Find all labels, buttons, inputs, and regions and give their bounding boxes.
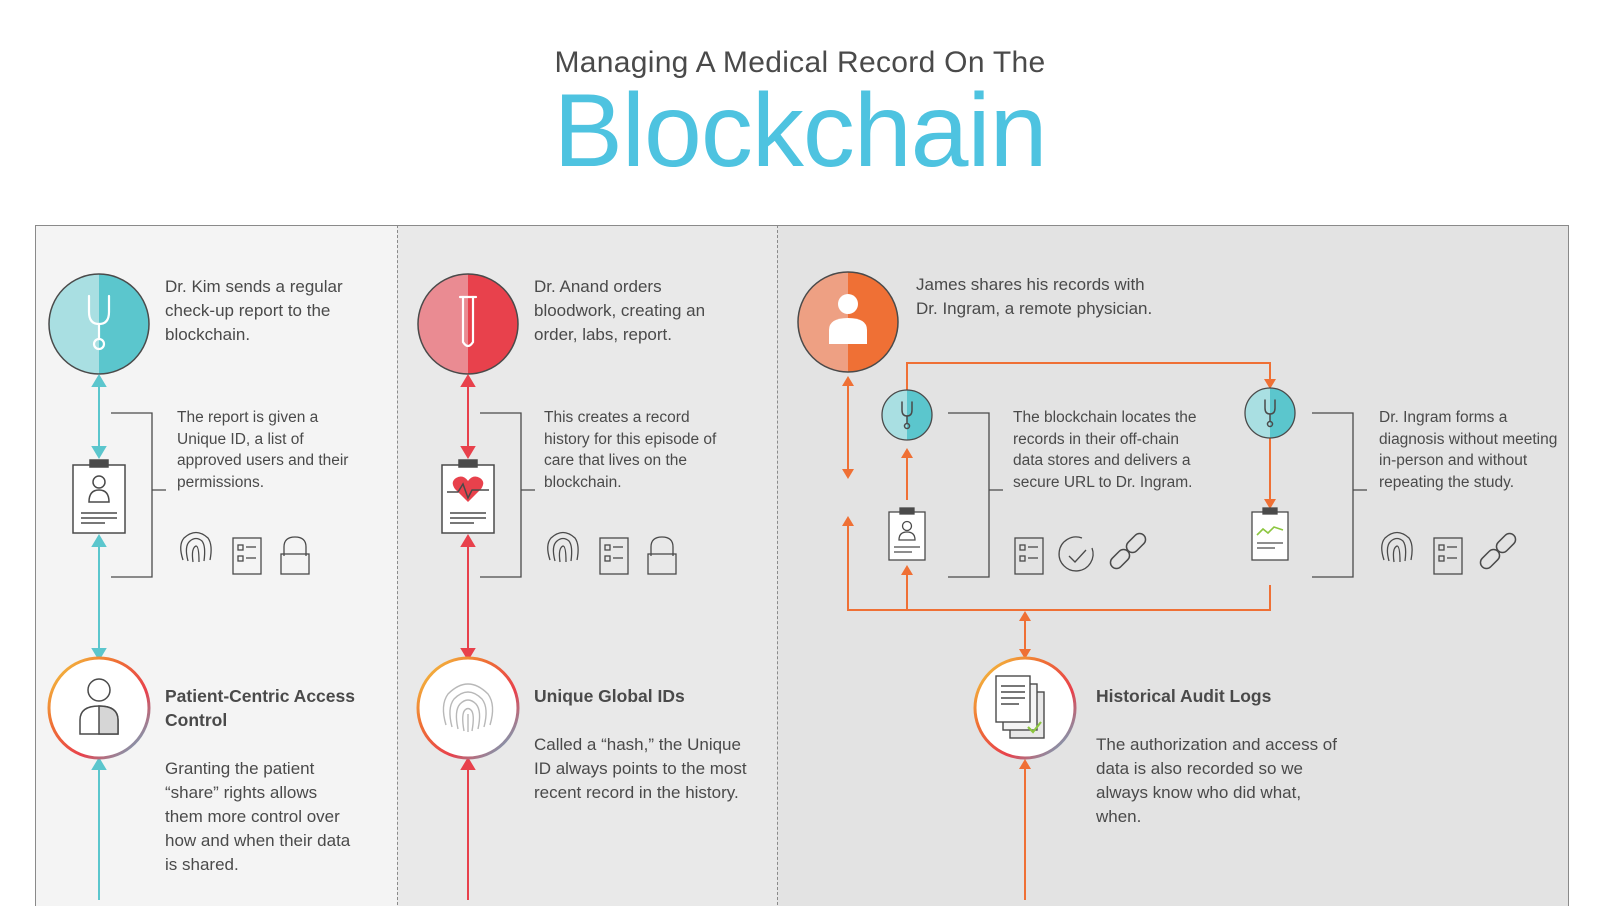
col2-feature-text: Called a “hash,” the Unique ID always po… xyxy=(534,735,747,802)
column-3-graphics xyxy=(797,271,1517,900)
test-tube-circle xyxy=(417,273,519,375)
person-icon xyxy=(829,294,867,344)
lock-icon xyxy=(647,536,677,575)
clipboard-user-icon xyxy=(888,507,926,561)
col3-locate-text: The blockchain locates the records in th… xyxy=(1013,409,1197,491)
col3-event-text: James shares his records with Dr. Ingram… xyxy=(916,275,1153,318)
fingerprint-icon xyxy=(547,531,579,563)
col2-detail-text: This creates a record history for this e… xyxy=(544,409,717,491)
stethoscope-circle-small-2 xyxy=(1244,387,1296,439)
col3-feature-title: Historical Audit Logs xyxy=(1096,686,1272,706)
column-1-graphics xyxy=(47,273,310,900)
panel-audit-logs xyxy=(777,225,1569,906)
list-icon xyxy=(1014,537,1044,575)
clipboard-user-icon xyxy=(72,459,126,534)
clipboard-heart-icon xyxy=(441,459,495,534)
col3-diagnosis-text: Dr. Ingram forms a diagnosis without mee… xyxy=(1379,409,1558,491)
link-icon xyxy=(1479,532,1517,570)
page-title: Blockchain xyxy=(553,73,1048,189)
col2-feature-title: Unique Global IDs xyxy=(534,686,685,706)
fingerprint-icon xyxy=(1381,531,1413,563)
stethoscope-icon xyxy=(87,294,111,351)
list-icon xyxy=(1433,537,1463,575)
col3-feature-text: The authorization and access of data is … xyxy=(1096,735,1337,826)
stethoscope-circle-small-1 xyxy=(881,389,933,441)
col1-detail-text: The report is given a Unique ID, a list … xyxy=(177,409,349,491)
link-icon xyxy=(1109,532,1147,570)
lock-icon xyxy=(280,536,310,575)
stethoscope-icon xyxy=(901,401,913,430)
page-subtitle: Managing A Medical Record On The xyxy=(554,46,1046,79)
column-divider-2 xyxy=(777,225,778,905)
col1-feature-title: Patient-Centric Access Control xyxy=(165,686,355,730)
col1-event-text: Dr. Kim sends a regular check-up report … xyxy=(165,277,343,344)
list-icon xyxy=(599,537,629,575)
patient-icon xyxy=(79,678,119,735)
col1-feature-text: Granting the patient “share” rights allo… xyxy=(165,759,351,874)
fingerprint-icon xyxy=(442,683,494,732)
clipboard-chart-icon xyxy=(1251,507,1289,561)
check-circle-icon xyxy=(1058,536,1094,572)
col2-event-text: Dr. Anand orders bloodwork, creating an … xyxy=(534,277,706,344)
test-tube-icon xyxy=(458,295,478,348)
fingerprint-icon xyxy=(180,531,212,563)
column-divider-1 xyxy=(397,225,398,905)
documents-check-icon xyxy=(995,675,1045,739)
column-2-graphics xyxy=(416,273,677,900)
list-icon xyxy=(232,537,262,575)
stethoscope-icon xyxy=(1264,399,1276,428)
